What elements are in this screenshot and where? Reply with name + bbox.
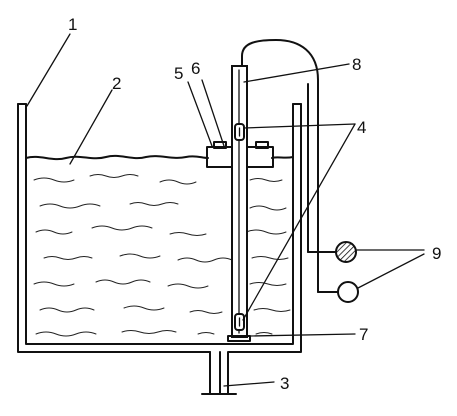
leader-4a: [243, 123, 356, 129]
leader-8: [243, 63, 350, 83]
indicator-lamp-on: [335, 241, 357, 263]
reed-switches: [234, 123, 245, 331]
guide-rod: [231, 65, 248, 338]
tank-inner-wall: [25, 103, 294, 345]
callout-7: 7: [359, 325, 368, 344]
cable-outer: [241, 39, 319, 293]
leader-5: [187, 81, 213, 147]
float-magnet-left: [213, 141, 227, 149]
callout-3: 3: [280, 374, 289, 393]
water-body: [33, 174, 291, 337]
callout-4: 4: [357, 118, 366, 137]
water-surface: [25, 154, 294, 161]
leader-6: [201, 79, 225, 147]
callouts: 1 2 3 4 5 6 7 8 9: [68, 15, 441, 393]
indicator-lamp-off: [337, 281, 359, 303]
leader-4b: [242, 123, 356, 321]
leader-2: [69, 89, 113, 165]
drain-pipe: [201, 351, 237, 395]
leader-lines: [26, 33, 425, 387]
leader-9b: [357, 253, 425, 289]
callout-9: 9: [432, 244, 441, 263]
callout-8: 8: [352, 55, 361, 74]
indicator-lamps: [335, 241, 359, 303]
callout-2: 2: [112, 74, 121, 93]
callout-5: 5: [174, 64, 183, 83]
signal-cable: [241, 39, 339, 293]
callout-6: 6: [191, 59, 200, 78]
leader-3: [223, 381, 275, 387]
leader-1: [26, 33, 71, 107]
callout-1: 1: [68, 15, 77, 34]
float-magnet-right: [255, 141, 269, 149]
leader-7: [249, 333, 356, 337]
bottom-stop: [227, 335, 251, 342]
